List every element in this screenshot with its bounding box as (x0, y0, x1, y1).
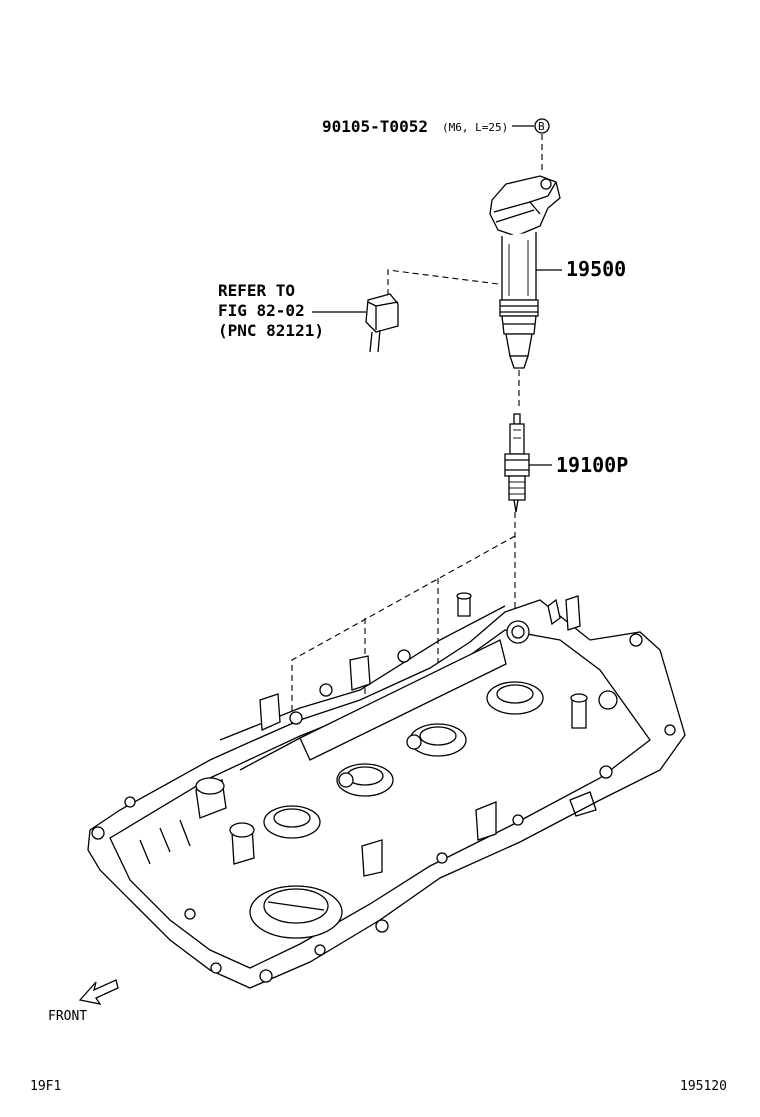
bolt-spec: (M6, L=25) (442, 121, 508, 134)
cylinder-head-cover[interactable] (87, 592, 686, 989)
spark-plug[interactable] (504, 413, 530, 513)
reference-mark-circle (534, 118, 550, 134)
front-label: FRONT (48, 1009, 87, 1024)
refer-note[interactable]: REFER TO FIG 82-02 (PNC 82121) (218, 281, 324, 340)
coil-part-number[interactable]: 19500 (566, 257, 626, 281)
reference-mark-letter: B (538, 120, 545, 133)
wiring-connector[interactable] (365, 269, 499, 353)
bolt-part-number: 90105-T0052 (322, 117, 428, 136)
front-arrow-icon (78, 979, 119, 1005)
refer-line-3: (PNC 82121) (218, 321, 324, 340)
plug-part-number[interactable]: 19100P (556, 453, 628, 477)
footer-right-code: 195120 (680, 1079, 727, 1094)
refer-line-1: REFER TO (218, 281, 295, 300)
ignition-coil[interactable] (489, 175, 561, 410)
bolt-callout[interactable]: 90105-T0052 (M6, L=25) B (322, 117, 550, 172)
refer-line-2: FIG 82-02 (218, 301, 305, 320)
front-direction: FRONT (48, 979, 119, 1024)
footer-left-code: 19F1 (30, 1079, 61, 1094)
